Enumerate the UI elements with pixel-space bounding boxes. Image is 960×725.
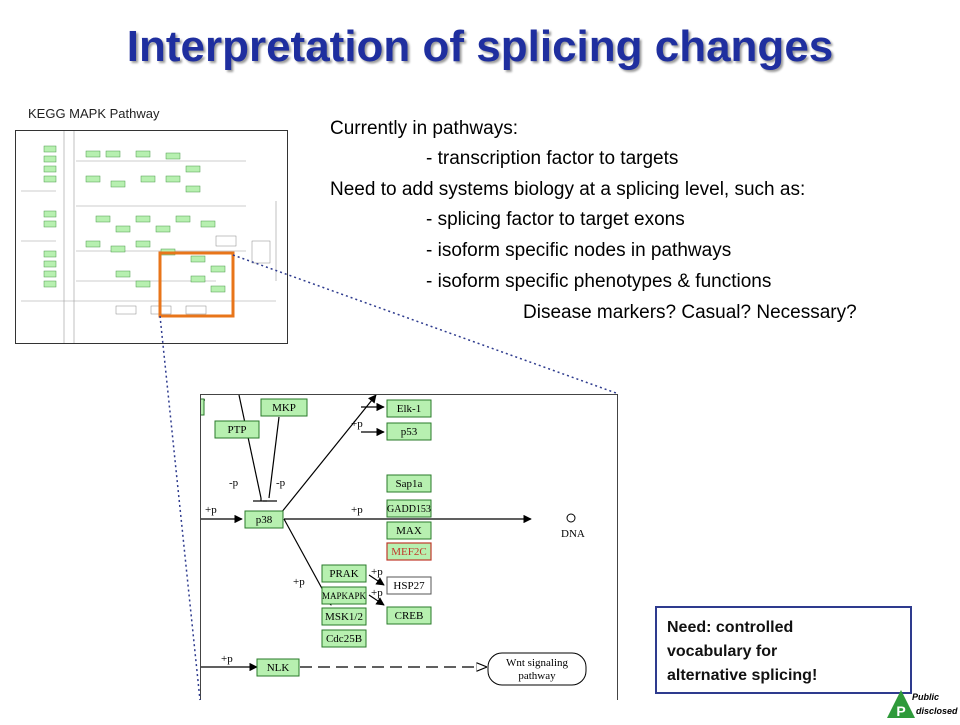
node-sap1a	[386, 474, 432, 493]
wnt-label-1: Wnt signaling	[506, 657, 569, 669]
dna-marker	[566, 513, 576, 523]
node-max	[386, 521, 432, 540]
badge-line-2: disclosed	[916, 706, 958, 716]
edge-label-creb: +p	[371, 587, 383, 599]
body-line-2: - transcription factor to targets	[426, 148, 679, 169]
edge-label-elk1: +p	[351, 418, 363, 430]
body-line-5: - isoform specific nodes in pathways	[426, 240, 732, 261]
badge-triangle-icon: P	[887, 690, 915, 719]
note-line-2: vocabulary for	[667, 643, 778, 660]
edge-label-prak: +p	[293, 576, 305, 588]
node-nlk	[256, 658, 300, 677]
node-label-p38: p38	[256, 514, 273, 526]
node-label-p53: p53	[401, 426, 418, 438]
node-mapkapk	[321, 586, 367, 605]
node-label-sap1a: Sap1a	[396, 478, 423, 490]
node-p38	[244, 510, 284, 529]
body-line-3: Need to add systems biology at a splicin…	[330, 179, 806, 200]
node-gadd153	[386, 499, 432, 518]
node-prak	[321, 564, 367, 583]
node-label-nlk: NLK	[267, 662, 290, 674]
node-label-mef2c: MEF2C	[391, 546, 426, 558]
node-label-max: MAX	[396, 525, 422, 537]
node-label-ptp: PTP	[228, 424, 247, 436]
edge-label-mkp: -p	[276, 477, 286, 489]
node-hsp27	[386, 576, 432, 595]
body-line-6: - isoform specific phenotypes & function…	[426, 271, 772, 292]
node-label-mkp: MKP	[272, 402, 296, 414]
thumbnail-label: KEGG MAPK Pathway	[28, 106, 160, 121]
node-label-cdc25b: Cdc25B	[326, 633, 362, 645]
note-line-3: alternative splicing!	[667, 667, 818, 684]
node-mef2c	[386, 542, 432, 561]
public-disclosed-badge: P Public disclosed	[887, 688, 960, 720]
node-label-mapkapk: MAPKAPK	[322, 591, 367, 601]
note-line-1: Need: controlled	[667, 619, 794, 636]
pathway-diagram: MKP PTP Elk-1 p53 Sap1a GADD153 MAX MEF2…	[201, 395, 587, 686]
edge-label-nlk: +p	[221, 653, 233, 665]
edge-label-hsp27: +p	[371, 566, 383, 578]
badge-line-1: Public	[912, 692, 940, 702]
edge-label-ptp: -p	[229, 477, 239, 489]
wnt-label-2: pathway	[518, 670, 556, 682]
node-creb	[386, 606, 432, 625]
node-label-prak: PRAK	[329, 568, 358, 580]
zoom-region-box	[158, 251, 235, 318]
kegg-thumbnail-graphic	[21, 131, 277, 343]
dna-label: DNA	[561, 528, 585, 540]
zoomed-pathway-panel: MKP PTP Elk-1 p53 Sap1a GADD153 MAX MEF2…	[200, 394, 618, 700]
note-box: Need: controlled vocabulary for alternat…	[655, 606, 912, 694]
node-ptp	[214, 420, 260, 439]
node-cdc25b	[321, 629, 367, 648]
node-p53	[386, 422, 432, 441]
node-wnt	[487, 652, 587, 686]
badge-letter: P	[896, 703, 905, 719]
node-mkp	[260, 398, 308, 417]
edge-ptp-p38	[238, 395, 262, 499]
node-label-hsp27: HSP27	[393, 580, 425, 592]
edge-label-sap1a: +p	[351, 504, 363, 516]
connector-top	[232, 254, 617, 394]
node-elk1	[386, 399, 432, 418]
node-label-elk1: Elk-1	[397, 403, 421, 415]
node-label-gadd153: GADD153	[387, 504, 431, 515]
connector-bottom	[159, 315, 201, 701]
slide-title: Interpretation of splicing changes	[126, 22, 834, 71]
body-line-4: - splicing factor to target exons	[426, 209, 685, 230]
edge-label-p38-in: +p	[205, 504, 217, 516]
body-line-7: Disease markers? Casual? Necessary?	[523, 302, 857, 323]
body-line-1: Currently in pathways:	[330, 118, 518, 139]
node-msk12	[321, 607, 367, 626]
kegg-thumbnail	[15, 130, 288, 344]
node-label-creb: CREB	[395, 610, 424, 622]
node-label-msk12: MSK1/2	[325, 611, 363, 623]
